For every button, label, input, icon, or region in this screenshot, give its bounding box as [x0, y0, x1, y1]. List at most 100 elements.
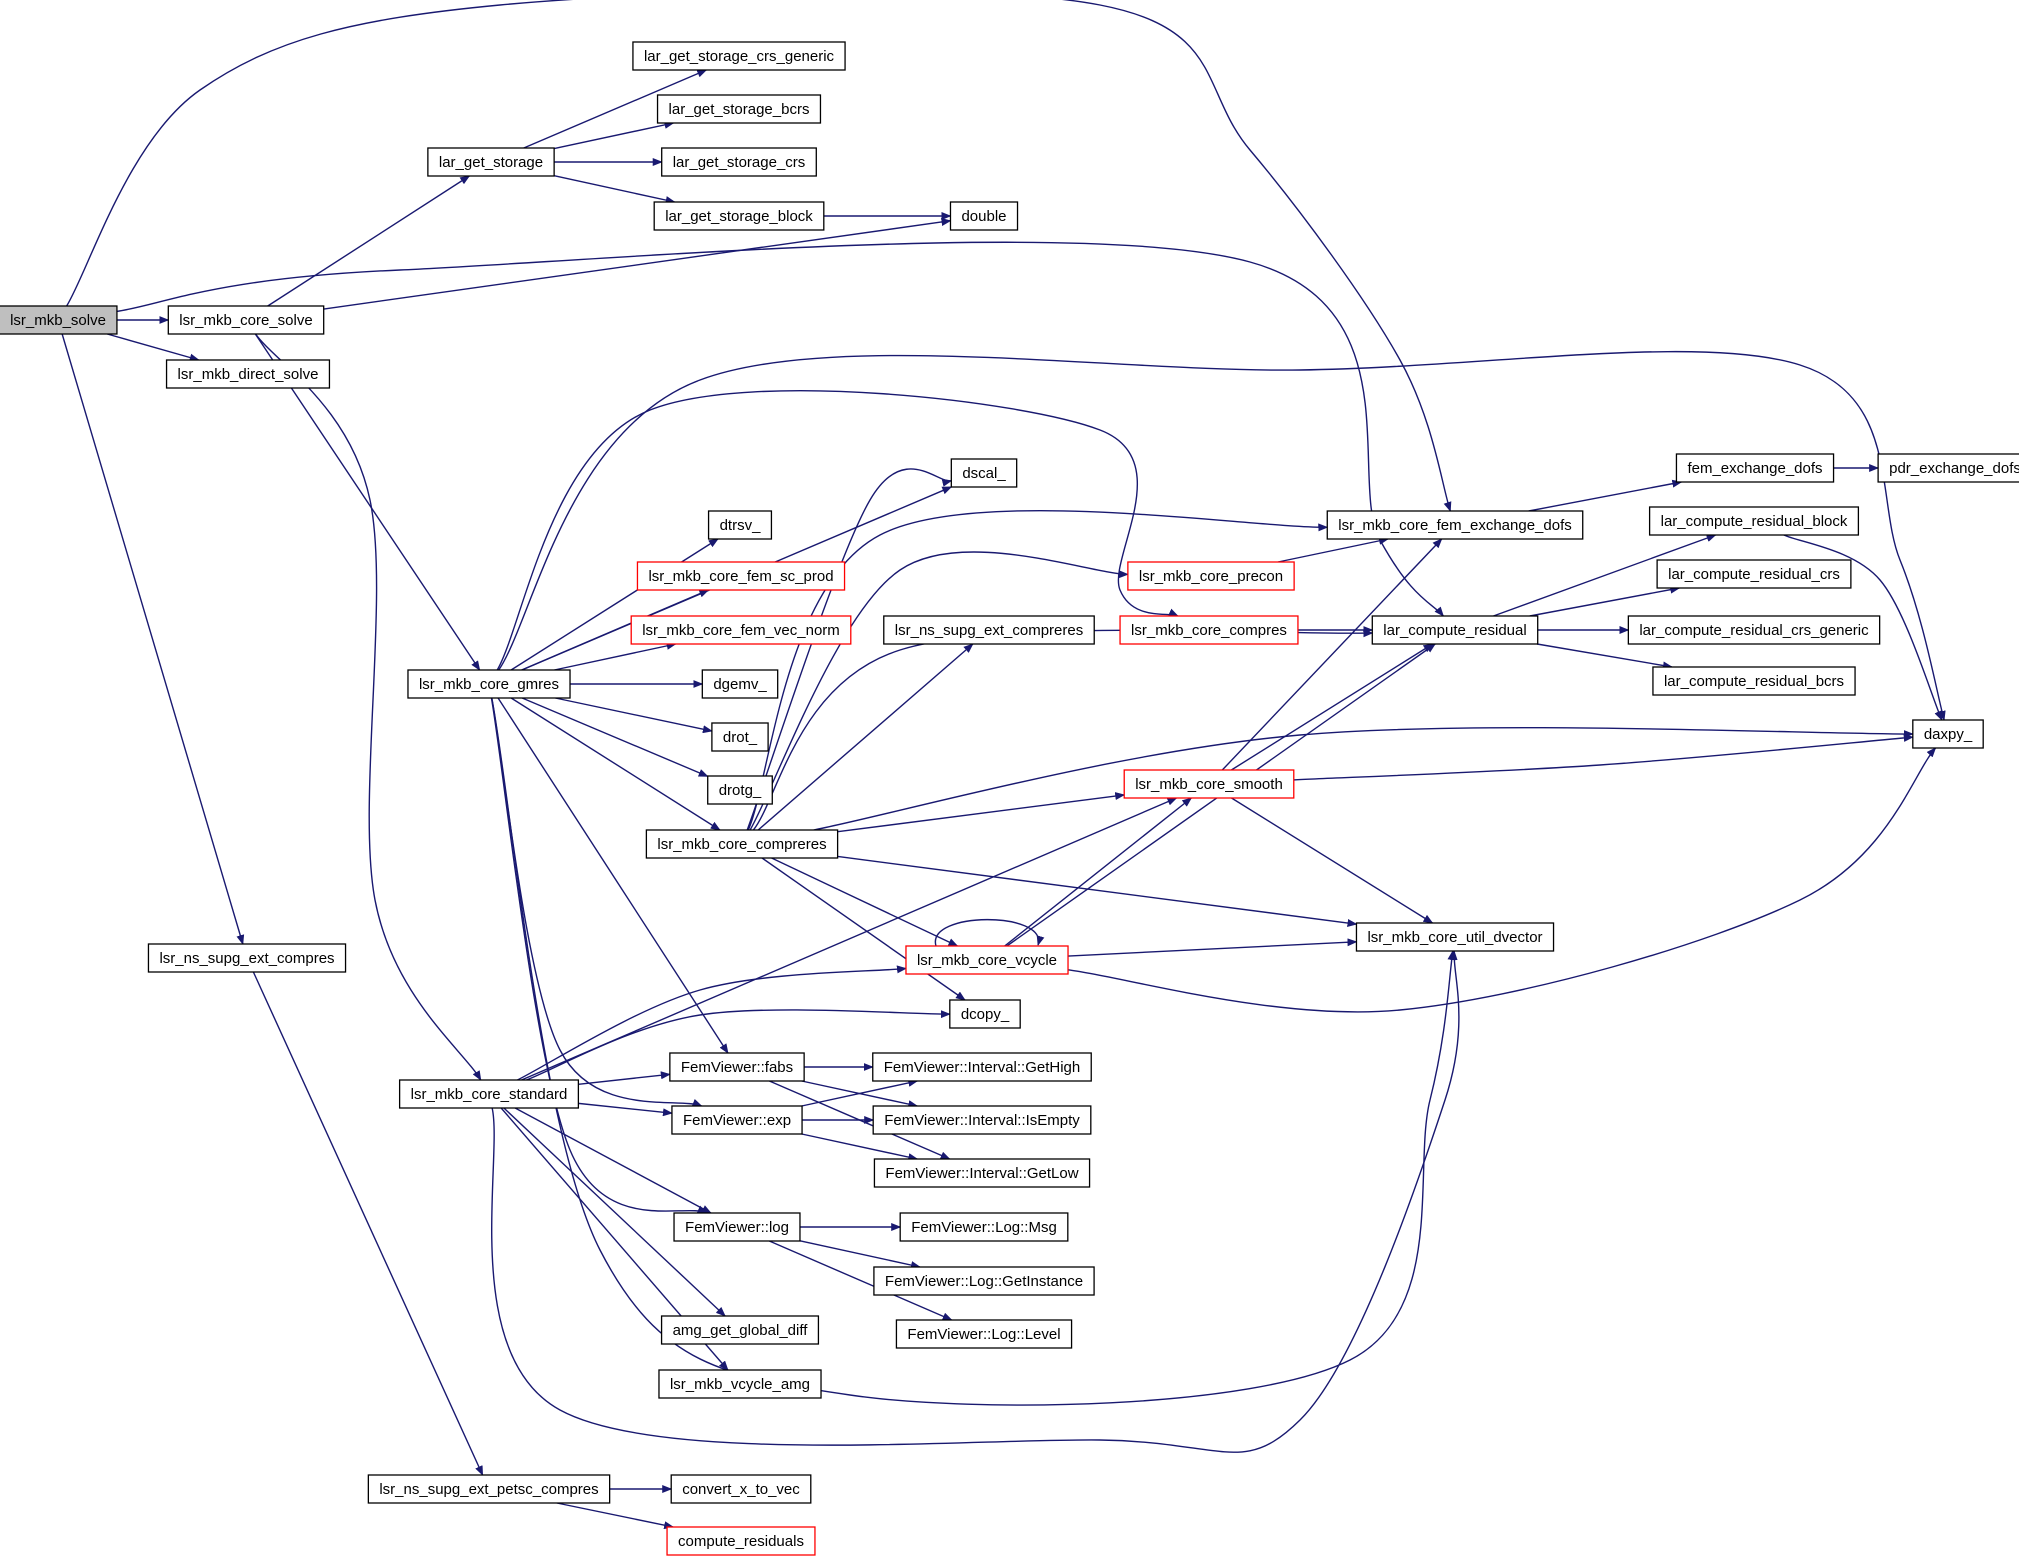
- node-box: [630, 615, 852, 645]
- node-drot-[interactable]: drot_: [711, 722, 769, 752]
- node-femviewer-interval-gethigh[interactable]: FemViewer::Interval::GetHigh: [872, 1052, 1092, 1082]
- edge-lsr-mkb-core-standard-to-femviewer-log: [514, 1107, 712, 1214]
- edge-lsr-ns-supg-ext-compres-to-lsr-ns-supg-ext-petsc-compres: [252, 971, 484, 1476]
- node-femviewer-interval-isempty[interactable]: FemViewer::Interval::IsEmpty: [872, 1105, 1092, 1135]
- node-dcopy-[interactable]: dcopy_: [949, 999, 1021, 1029]
- node-lsr-mkb-core-compreres[interactable]: lsr_mkb_core_compreres: [645, 829, 839, 859]
- node-box: [653, 201, 825, 231]
- node-drotg-[interactable]: drotg_: [707, 775, 773, 805]
- node-lsr-mkb-core-compres[interactable]: lsr_mkb_core_compres: [1119, 615, 1299, 645]
- node-fem-exchange-dofs[interactable]: fem_exchange_dofs: [1675, 453, 1835, 483]
- node-lar-get-storage-crs[interactable]: lar_get_storage_crs: [661, 147, 817, 177]
- node-compute-residuals[interactable]: compute_residuals: [666, 1526, 816, 1556]
- node-box: [658, 1369, 822, 1399]
- edge-lsr-mkb-core-standard-to-femviewer-exp: [578, 1102, 673, 1117]
- node-box: [167, 305, 325, 335]
- node-femviewer-log-level[interactable]: FemViewer::Log::Level: [895, 1319, 1073, 1349]
- node-lsr-mkb-core-fem-vec-norm[interactable]: lsr_mkb_core_fem_vec_norm: [630, 615, 852, 645]
- edge-lsr-mkb-core-standard-to-lsr-mkb-core-vcycle: [517, 965, 907, 1081]
- edge-lsr-mkb-solve-to-lsr-ns-supg-ext-compres: [61, 333, 245, 945]
- edge-lsr-mkb-core-smooth-to-lsr-mkb-core-fem-exchange-dofs: [1221, 538, 1443, 771]
- node-box: [1912, 719, 1984, 749]
- node-lar-compute-residual-crs[interactable]: lar_compute_residual_crs: [1656, 559, 1852, 589]
- node-lsr-mkb-core-standard[interactable]: lsr_mkb_core_standard: [398, 1079, 580, 1109]
- node-lsr-mkb-core-gmres[interactable]: lsr_mkb_core_gmres: [407, 669, 571, 699]
- node-lsr-mkb-core-fem-exchange-dofs[interactable]: lsr_mkb_core_fem_exchange_dofs: [1326, 510, 1584, 540]
- node-box: [670, 1474, 812, 1504]
- node-double[interactable]: double: [949, 201, 1019, 231]
- nodes-layer: lsr_mkb_solve lsr_mkb_core_solve lsr_mkb_d…: [0, 41, 2019, 1556]
- node-label: lsr_mkb_core_standard: [411, 1086, 568, 1103]
- edge-lsr-mkb-core-fem-exchange-dofs-to-fem-exchange-dofs: [1528, 479, 1683, 512]
- node-label: FemViewer::log: [685, 1219, 789, 1236]
- edge-lsr-mkb-core-compreres-to-lsr-mkb-core-fem-exchange-dofs: [747, 509, 1329, 831]
- edge-lsr-mkb-core-compreres-to-lsr-mkb-core-vcycle: [771, 857, 959, 947]
- node-lsr-mkb-core-vcycle[interactable]: lsr_mkb_core_vcycle: [905, 945, 1069, 975]
- node-lsr-mkb-core-precon[interactable]: lsr_mkb_core_precon: [1127, 561, 1295, 591]
- node-box: [661, 147, 817, 177]
- node-lsr-mkb-solve[interactable]: lsr_mkb_solve: [0, 305, 118, 335]
- edge-femviewer-log-to-femviewer-log-getinstance: [799, 1240, 921, 1269]
- node-box: [950, 458, 1018, 488]
- node-box: [669, 1052, 805, 1082]
- edge-lsr-ns-supg-ext-petsc-compres-to-compute-residuals: [556, 1502, 675, 1530]
- node-femviewer-exp[interactable]: FemViewer::exp: [671, 1105, 803, 1135]
- node-lar-get-storage-bcrs[interactable]: lar_get_storage_bcrs: [656, 94, 822, 124]
- node-lar-get-storage[interactable]: lar_get_storage: [427, 147, 555, 177]
- node-box: [0, 305, 118, 335]
- edge-lsr-mkb-core-smooth-to-daxpy-: [1293, 733, 1914, 781]
- node-box: [711, 722, 769, 752]
- edge-femviewer-exp-to-femviewer-interval-getlow: [801, 1133, 919, 1162]
- node-lar-get-storage-crs-generic[interactable]: lar_get_storage_crs_generic: [632, 41, 846, 71]
- node-box: [895, 1319, 1073, 1349]
- node-dscal-[interactable]: dscal_: [950, 458, 1018, 488]
- node-lsr-mkb-core-smooth[interactable]: lsr_mkb_core_smooth: [1123, 769, 1295, 799]
- node-lar-compute-residual-crs-generic[interactable]: lar_compute_residual_crs_generic: [1627, 615, 1881, 645]
- node-label: lsr_ns_supg_ext_compreres: [895, 622, 1083, 639]
- node-daxpy-[interactable]: daxpy_: [1912, 719, 1984, 749]
- node-lsr-ns-supg-ext-compres[interactable]: lsr_ns_supg_ext_compres: [147, 943, 347, 973]
- node-label: daxpy_: [1924, 726, 1973, 743]
- node-dgemv-[interactable]: dgemv_: [701, 669, 779, 699]
- node-label: lar_get_storage: [439, 154, 543, 171]
- node-label: lar_compute_residual_block: [1661, 513, 1848, 530]
- node-femviewer-interval-getlow[interactable]: FemViewer::Interval::GetLow: [873, 1158, 1091, 1188]
- node-dtrsv-[interactable]: dtrsv_: [707, 510, 773, 540]
- edge-lsr-mkb-core-vcycle-to-daxpy-: [1067, 747, 1937, 1013]
- node-femviewer-log[interactable]: FemViewer::log: [673, 1212, 801, 1242]
- node-label: lsr_mkb_core_fem_sc_prod: [648, 568, 833, 585]
- node-femviewer-log-getinstance[interactable]: FemViewer::Log::GetInstance: [873, 1266, 1095, 1296]
- node-label: dtrsv_: [720, 517, 762, 534]
- node-lsr-mkb-core-fem-sc-prod[interactable]: lsr_mkb_core_fem_sc_prod: [636, 561, 846, 591]
- edge-lsr-mkb-core-solve-to-lar-get-storage: [267, 175, 471, 307]
- node-label: lar_compute_residual: [1383, 622, 1526, 639]
- node-label: lsr_mkb_core_vcycle: [917, 952, 1057, 969]
- node-box: [398, 1079, 580, 1109]
- node-lsr-mkb-direct-solve[interactable]: lsr_mkb_direct_solve: [165, 359, 331, 389]
- node-femviewer-fabs[interactable]: FemViewer::fabs: [669, 1052, 805, 1082]
- node-pdr-exchange-dofs[interactable]: pdr_exchange_dofs: [1877, 453, 2019, 483]
- node-convert-x-to-vec[interactable]: convert_x_to_vec: [670, 1474, 812, 1504]
- node-box: [707, 775, 773, 805]
- node-lsr-mkb-core-solve[interactable]: lsr_mkb_core_solve: [167, 305, 325, 335]
- edge-lar-get-storage-to-lar-get-storage-block: [553, 175, 676, 204]
- edge-lar-compute-residual-to-lar-compute-residual-block: [1493, 534, 1717, 617]
- node-lar-compute-residual[interactable]: lar_compute_residual: [1371, 615, 1539, 645]
- node-box: [1355, 922, 1555, 952]
- node-lar-compute-residual-block[interactable]: lar_compute_residual_block: [1648, 506, 1860, 536]
- node-label: FemViewer::exp: [683, 1112, 791, 1129]
- node-lar-compute-residual-bcrs[interactable]: lar_compute_residual_bcrs: [1652, 666, 1856, 696]
- node-lsr-ns-supg-ext-compreres[interactable]: lsr_ns_supg_ext_compreres: [883, 615, 1095, 645]
- node-box: [656, 94, 822, 124]
- node-femviewer-log-msg[interactable]: FemViewer::Log::Msg: [899, 1212, 1069, 1242]
- edge-lsr-mkb-core-standard-to-dcopy-: [526, 1009, 951, 1081]
- edge-lsr-mkb-core-gmres-to-femviewer-log: [490, 697, 708, 1214]
- node-label: lar_get_storage_crs_generic: [644, 48, 835, 65]
- node-amg-get-global-diff[interactable]: amg_get_global_diff: [660, 1315, 820, 1345]
- node-lar-get-storage-block[interactable]: lar_get_storage_block: [653, 201, 825, 231]
- node-lsr-ns-supg-ext-petsc-compres[interactable]: lsr_ns_supg_ext_petsc_compres: [367, 1474, 611, 1504]
- node-lsr-mkb-core-util-dvector[interactable]: lsr_mkb_core_util_dvector: [1355, 922, 1555, 952]
- node-lsr-mkb-vcycle-amg[interactable]: lsr_mkb_vcycle_amg: [658, 1369, 822, 1399]
- node-box: [1123, 769, 1295, 799]
- node-label: lsr_mkb_core_fem_vec_norm: [642, 622, 840, 639]
